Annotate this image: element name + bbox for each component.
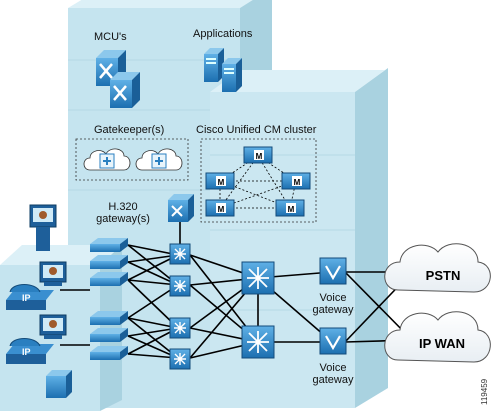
voice-gateway-icon [319, 257, 347, 355]
gatekeeper-icon [83, 148, 183, 171]
ip-phone-icon: IP IP [6, 284, 54, 364]
voice-gateway-bottom-label-line1: Voice [319, 362, 347, 374]
cm-badge-5: M [288, 205, 295, 214]
applications-label: Applications [193, 28, 253, 40]
voice-gateway-top-label-line1: Voice [319, 292, 347, 304]
video-terminal-icon [29, 204, 72, 398]
core-switch-icon [241, 261, 275, 359]
cucm-cluster-box [200, 138, 317, 223]
pstn-label: PSTN [425, 268, 461, 283]
h320-label-line1: H.320 [108, 201, 138, 213]
gatekeepers-label: Gatekeeper(s) [94, 124, 165, 136]
gatekeeper-group-box [75, 138, 189, 181]
figure-id: 119459 [480, 378, 489, 405]
server-icon [204, 48, 242, 92]
cm-badge-1: M [256, 152, 263, 161]
mcu-icon [96, 50, 140, 108]
voice-gateway-bottom-label-line2: gateway [312, 374, 354, 386]
h320-label-line2: gateway(s) [96, 213, 150, 225]
mcu-label: MCU's [94, 31, 127, 43]
cm-badge-2: M [218, 178, 225, 187]
voice-gateway-top-label-line2: gateway [312, 304, 354, 316]
cm-badge-3: M [294, 178, 301, 187]
cloud-icon [384, 243, 491, 363]
ip-badge-1: IP [22, 293, 31, 303]
building-front [210, 68, 388, 408]
h320-gateway-icon [168, 194, 194, 222]
ipwan-label: IP WAN [419, 336, 465, 351]
cucm-cluster-label: Cisco Unified CM cluster [196, 124, 317, 136]
floor-lines [68, 59, 355, 311]
router-icon [169, 243, 191, 370]
cm-badge-4: M [218, 205, 225, 214]
ip-badge-2: IP [22, 347, 31, 357]
switch-icon [90, 238, 128, 360]
callmanager-icon: M M M M M [205, 146, 311, 217]
